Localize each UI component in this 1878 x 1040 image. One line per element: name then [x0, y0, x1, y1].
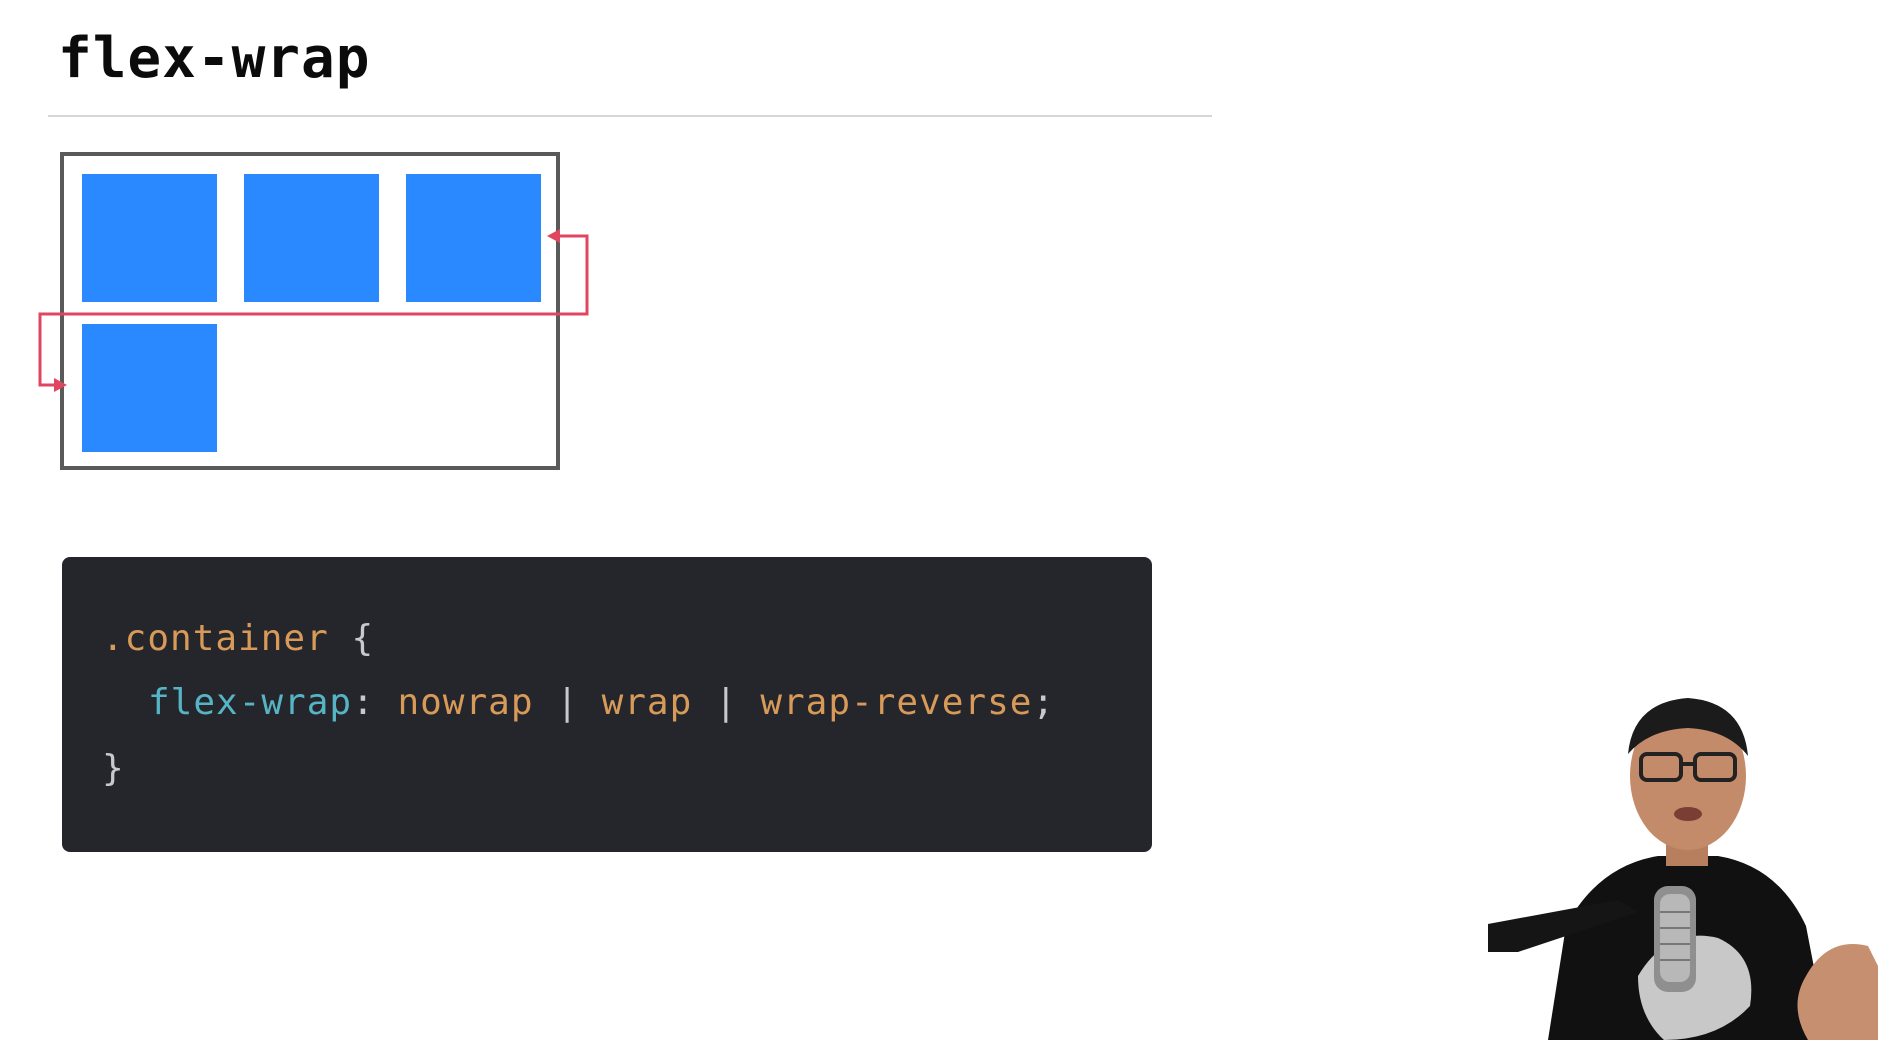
value-nowrap: nowrap [397, 682, 534, 723]
flex-item-4 [82, 324, 217, 452]
flex-container-demo [60, 152, 560, 470]
title-divider [48, 115, 1212, 117]
close-brace: } [102, 748, 125, 789]
code-line-selector: .container { [102, 617, 374, 661]
page-title: flex-wrap [58, 26, 371, 91]
separator-2: | [714, 682, 738, 723]
css-property: flex-wrap [148, 682, 353, 723]
flex-item-3 [406, 174, 541, 302]
separator-1: | [556, 682, 579, 723]
value-wrap-reverse: wrap-reverse [760, 682, 1033, 723]
code-line-declaration: flex-wrap: nowrap | wrap | wrap-reverse; [148, 681, 1055, 725]
colon: : [352, 682, 375, 723]
flex-item-1 [82, 174, 217, 302]
open-brace: { [351, 618, 375, 659]
flex-item-2 [244, 174, 379, 302]
value-wrap: wrap [601, 682, 693, 723]
presenter-video-icon [1488, 698, 1878, 1040]
code-block: .container { flex-wrap: nowrap | wrap | … [62, 557, 1152, 852]
css-selector: .container [102, 618, 329, 659]
code-line-close: } [102, 747, 125, 791]
semicolon: ; [1032, 682, 1056, 723]
presenter-video [1488, 676, 1878, 1040]
